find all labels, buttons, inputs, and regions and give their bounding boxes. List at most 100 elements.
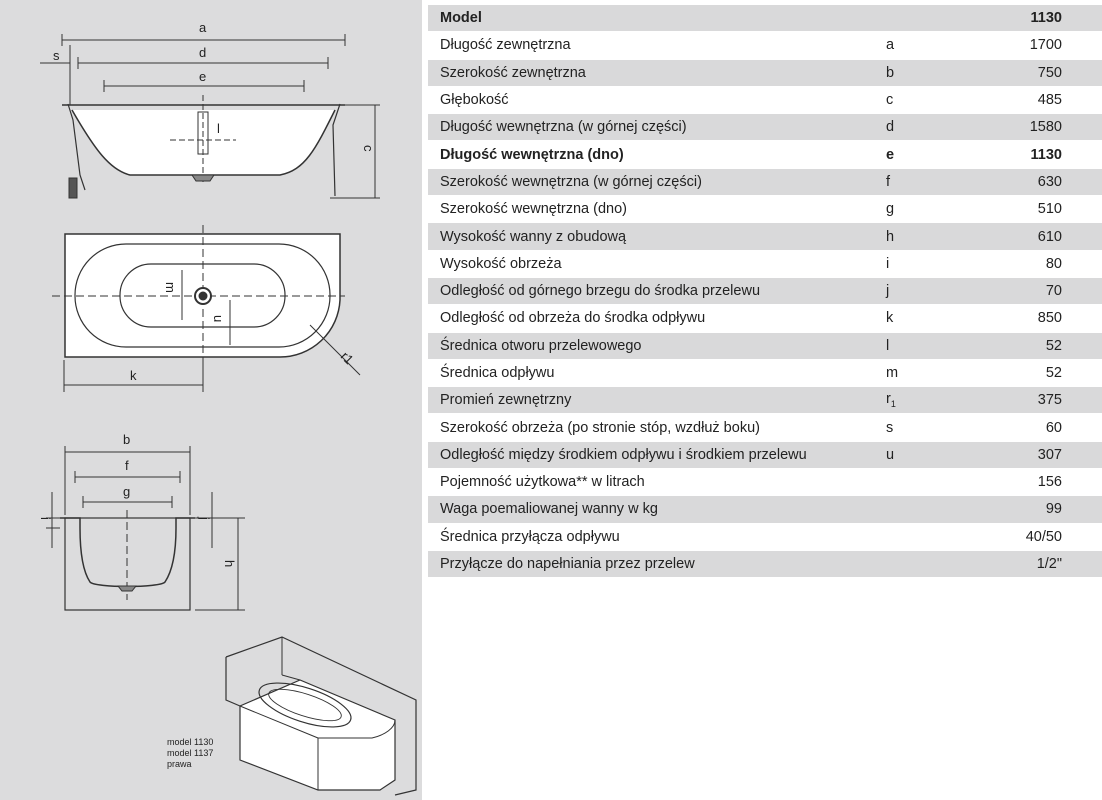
row-label: Odległość od górnego brzegu do środka pr… (440, 283, 761, 300)
dim-label-h: h (222, 560, 237, 567)
row-symbol-text: s (886, 419, 894, 436)
isometric-view (225, 636, 417, 796)
row-symbol: l (880, 338, 1006, 354)
side-elevation-view (40, 34, 380, 199)
row-value: 630 (1037, 173, 1062, 190)
table-row: Długość zewnętrzna a 1700 (428, 31, 1102, 59)
row-value: 99 (1045, 501, 1062, 518)
row-symbol: e (880, 147, 1006, 163)
caption-model-1137: model 1137 (167, 748, 213, 758)
row-symbol: j (880, 283, 1006, 299)
dim-label-u: u (211, 315, 226, 322)
row-symbol: h (880, 229, 1006, 245)
row-value: 510 (1037, 201, 1062, 218)
row-symbol: m (880, 365, 1006, 381)
row-label: Przyłącze do napełniania przez przelew (440, 556, 695, 573)
table-row: Waga poemaliowanej wanny w kg 99 (428, 495, 1102, 523)
row-value: 60 (1045, 419, 1062, 436)
row-value: 80 (1045, 255, 1062, 272)
dim-label-l: l (217, 121, 220, 136)
caption-model-1130: model 1130 (167, 737, 213, 747)
row-symbol-text: a (886, 37, 895, 54)
row-symbol-text: c (886, 92, 894, 109)
row-symbol-text: j (886, 283, 890, 300)
row-symbol-text: b (886, 64, 895, 81)
table-row: Odległość od górnego brzegu do środka pr… (428, 276, 1102, 305)
row-value: 70 (1045, 283, 1062, 300)
dim-label-i: i (38, 517, 53, 520)
row-symbol-text: f (886, 173, 891, 190)
row-symbol-text: u (886, 446, 895, 463)
row-symbol: a (880, 37, 1006, 53)
cross-section-view (46, 446, 245, 611)
dim-label-k: k (130, 368, 137, 383)
row-value: 52 (1045, 365, 1062, 381)
row-value: 307 (1037, 446, 1062, 463)
table-row: Szerokość obrzeża (po stronie stóp, wzdł… (428, 413, 1102, 441)
row-label: Odległość od obrzeża do środka odpływu (440, 310, 706, 327)
row-label: Szerokość wewnętrzna (w górnej części) (440, 173, 702, 190)
row-symbol-text: d (886, 119, 895, 136)
row-label: Waga poemaliowanej wanny w kg (440, 501, 658, 518)
table-row: Średnica otworu przelewowego l 52 (428, 331, 1102, 359)
row-label: Wysokość obrzeża (440, 255, 562, 272)
row-symbol: s (880, 420, 1006, 436)
row-label: Szerokość obrzeża (po stronie stóp, wzdł… (440, 419, 760, 436)
row-symbol: u (880, 447, 1006, 463)
header-label: Model (440, 10, 482, 27)
row-symbol: d (880, 119, 1006, 135)
table-row: Średnica odpływu m 52 (428, 358, 1102, 387)
technical-drawings-panel: a d e s c l m u k r1 b f g i j h model 1… (0, 0, 422, 800)
dim-label-b: b (123, 432, 130, 447)
row-symbol-text: h (886, 228, 895, 245)
row-symbol-text: i (886, 255, 890, 272)
row-symbol-text: l (886, 337, 890, 354)
row-value: 1700 (1029, 37, 1062, 54)
row-symbol: g (880, 201, 1006, 217)
table-row: Przyłącze do napełniania przez przelew 1/… (428, 549, 1102, 578)
row-value: 375 (1037, 392, 1062, 409)
table-row: Szerokość wewnętrzna (w górnej części) f 6… (428, 167, 1102, 196)
row-label: Średnica otworu przelewowego (440, 337, 642, 354)
row-value: 485 (1037, 92, 1062, 109)
row-label: Pojemność użytkowa** w litrach (440, 474, 645, 491)
dim-label-e: e (199, 69, 206, 84)
row-symbol-text: g (886, 201, 895, 218)
row-label: Długość zewnętrzna (440, 37, 571, 54)
row-value: 1580 (1029, 119, 1062, 136)
row-label: Długość wewnętrzna (w górnej części) (440, 119, 687, 136)
row-symbol-subscript: 1 (890, 399, 896, 410)
row-value: 1/2" (1036, 556, 1062, 573)
dim-label-s: s (53, 48, 60, 63)
table-row: Wysokość obrzeża i 80 (428, 249, 1102, 277)
table-row: Długość wewnętrzna (w górnej części) d 158… (428, 113, 1102, 141)
row-value: 52 (1045, 337, 1062, 354)
plan-view (52, 225, 361, 392)
dim-label-j: j (197, 516, 212, 520)
row-symbol: i (880, 256, 1006, 272)
row-label: Średnica przyłącza odpływu (440, 528, 620, 545)
row-label: Promień zewnętrzny (440, 392, 572, 409)
dim-label-a: a (199, 20, 207, 35)
row-value: 850 (1037, 310, 1062, 327)
row-label: Średnica odpływu (440, 365, 555, 381)
dim-label-m: m (163, 282, 178, 293)
dim-label-f: f (125, 458, 129, 473)
row-symbol-text: e (886, 146, 895, 163)
caption-side: prawa (167, 759, 192, 769)
row-symbol: c (880, 92, 1006, 108)
row-symbol: b (880, 65, 1006, 81)
dim-label-g: g (123, 484, 130, 499)
row-symbol: f (880, 174, 1006, 190)
dim-label-d: d (199, 45, 206, 60)
